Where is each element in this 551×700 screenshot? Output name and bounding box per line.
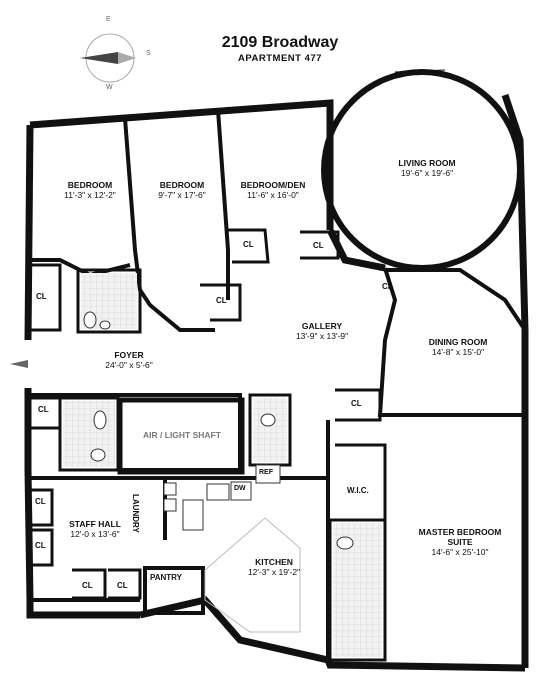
room-dining-name: DINING ROOM xyxy=(428,337,488,347)
room-air-shaft-name: AIR / LIGHT SHAFT xyxy=(143,430,221,440)
room-bedroom-2-dims: 9'-7" x 17'-6" xyxy=(158,190,206,201)
closet-label-staff-1: CL xyxy=(35,497,46,506)
compass-needle-icon xyxy=(80,52,118,64)
closet-staff-3 xyxy=(72,568,107,600)
toilet-master xyxy=(336,536,354,550)
room-kitchen: KITCHEN 12'-3" x 19'-2" xyxy=(229,557,319,577)
room-staff-hall-dims: 12'-0 x 13'-6" xyxy=(70,529,120,540)
refrigerator-box xyxy=(255,464,281,484)
room-bedroom-1-dims: 11'-3" x 12'-2" xyxy=(64,190,116,201)
window-den xyxy=(244,103,296,109)
tile-bath-3 xyxy=(253,398,287,462)
master-bath-wall xyxy=(328,518,387,662)
closet-label-staff-4: CL xyxy=(117,581,128,590)
room-dining-dims: 14'-8" x 15'-0" xyxy=(431,347,485,358)
room-gallery-name: GALLERY xyxy=(301,321,343,331)
toilet-1 xyxy=(83,311,97,329)
room-dining: DINING ROOM 14'-8" x 15'-0" xyxy=(408,337,508,357)
closet-den-2 xyxy=(300,230,340,260)
kitchen-sink xyxy=(206,483,230,501)
closet-den-1 xyxy=(228,228,270,264)
room-foyer-dims: 24'-0" x 5'-6" xyxy=(105,360,153,371)
room-master-suite-dims: 14'-6" x 25'-10" xyxy=(431,547,489,558)
room-kitchen-name: KITCHEN xyxy=(255,557,293,567)
laundry-machine-1 xyxy=(163,482,177,496)
closet-label-staff-2: CL xyxy=(35,541,46,550)
room-kitchen-dims: 12'-3" x 19'-2" xyxy=(247,567,301,578)
pantry-wall xyxy=(143,566,205,615)
laundry-label: LAUNDRY xyxy=(131,494,140,533)
entry-arrow-icon xyxy=(10,360,28,368)
room-bedroom-1-name: BEDROOM xyxy=(67,180,113,190)
dw-label: DW xyxy=(234,485,246,492)
closet-bed2 xyxy=(200,283,242,322)
closet-label-foyer: CL xyxy=(38,405,49,414)
toilet-2 xyxy=(90,448,106,462)
room-bedroom-den: BEDROOM/DEN 11'-6" x 16'-0" xyxy=(228,180,318,200)
compass-letter-right: S xyxy=(146,50,151,57)
closet-label-bed2: CL xyxy=(216,296,227,305)
closet-label-bed1: CL xyxy=(36,292,47,301)
room-staff-hall: STAFF HALL 12'-0 x 13'-6" xyxy=(55,519,135,539)
closet-staff-4 xyxy=(108,568,142,600)
plan-subtitle: APARTMENT 477 xyxy=(238,53,322,64)
closet-label-staff-3: CL xyxy=(82,581,93,590)
compass-letter-top: E xyxy=(106,16,111,23)
room-living-dims: 19'-6" x 19'-6" xyxy=(400,168,454,179)
room-bedroom-den-dims: 11'-6" x 16'-0" xyxy=(247,190,299,201)
room-gallery-dims: 13'-9" x 13'-9" xyxy=(295,331,349,342)
dishwasher-box xyxy=(230,481,252,501)
wic-label: W.I.C. xyxy=(347,486,369,495)
closet-staff-1 xyxy=(30,488,54,527)
sink-2 xyxy=(93,410,107,430)
closet-bed1 xyxy=(30,263,62,332)
ref-label: REF xyxy=(259,469,273,476)
room-living: LIVING ROOM 19'-6" x 19'-6" xyxy=(377,158,477,178)
wall-bed1-bed2 xyxy=(123,117,215,332)
room-master-suite-name2: SUITE xyxy=(447,537,473,548)
window-bed2 xyxy=(144,109,196,115)
wall-gallery-right xyxy=(377,267,525,417)
stove xyxy=(182,499,204,531)
closet-staff-2 xyxy=(30,528,54,567)
toilet-3 xyxy=(260,413,276,427)
corner-wall xyxy=(501,93,529,331)
plan-title: 2109 Broadway xyxy=(221,34,339,51)
closet-label-gallery: CL xyxy=(351,399,362,408)
sink-1 xyxy=(99,320,111,330)
room-gallery: GALLERY 13'-9" x 13'-9" xyxy=(277,321,367,341)
window-living xyxy=(394,69,446,73)
room-bedroom-1: BEDROOM 11'-3" x 12'-2" xyxy=(45,180,135,200)
bath-1-wall xyxy=(76,268,142,334)
wall-dining-left xyxy=(385,268,527,332)
room-master-suite: MASTER BEDROOM SUITE 14'-6" x 25'-10" xyxy=(405,527,515,558)
kitchen-counter xyxy=(204,517,301,633)
room-bedroom-den-name: BEDROOM/DEN xyxy=(240,180,306,190)
wall-bed2-den xyxy=(216,109,230,300)
pantry-label: PANTRY xyxy=(150,573,182,582)
room-foyer: FOYER 24'-0" x 5'-6" xyxy=(84,350,174,370)
closet-label-den-1: CL xyxy=(243,240,254,249)
closet-label-gallery-top: CL xyxy=(382,282,393,291)
room-staff-hall-name: STAFF HALL xyxy=(69,519,121,529)
room-foyer-name: FOYER xyxy=(114,350,144,360)
room-living-name: LIVING ROOM xyxy=(398,158,456,168)
closet-gallery xyxy=(335,388,382,422)
wic-wall xyxy=(335,443,387,522)
wall-bed1-lower xyxy=(30,258,131,278)
room-bedroom-2: BEDROOM 9'-7" x 17'-6" xyxy=(137,180,227,200)
window-bed1 xyxy=(54,119,101,127)
air-shaft-wall xyxy=(117,397,245,475)
room-bedroom-2-name: BEDROOM xyxy=(159,180,205,190)
room-air-shaft: AIR / LIGHT SHAFT xyxy=(122,430,242,440)
compass-letter-bottom: W xyxy=(106,84,113,91)
compass-tail-icon xyxy=(118,52,136,64)
tile-bath-2 xyxy=(63,401,115,467)
laundry-machine-2 xyxy=(163,498,177,512)
room-master-suite-name: MASTER BEDROOM xyxy=(418,527,502,537)
closet-label-den-2: CL xyxy=(313,241,324,250)
